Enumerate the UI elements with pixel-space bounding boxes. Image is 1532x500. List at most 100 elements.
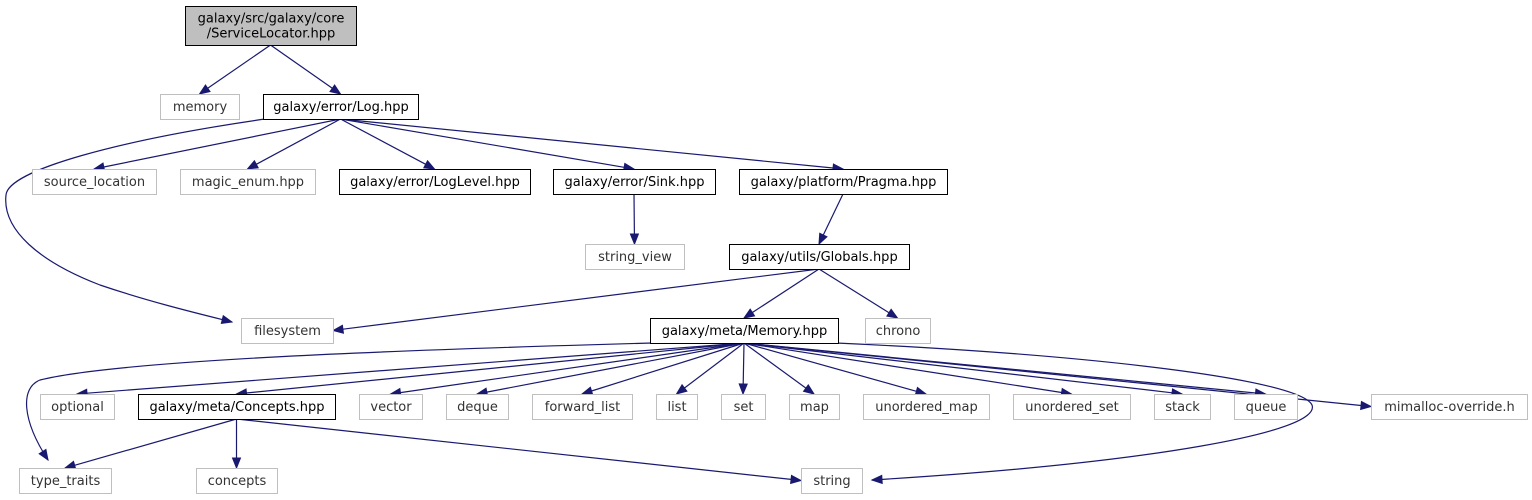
node-box [532,394,633,420]
node-box [339,169,531,195]
arrowhead [231,457,242,470]
node-box [1013,394,1131,420]
node-label: magic_enum.hpp [192,175,304,190]
node-list: list [656,394,698,420]
edge-meta_memory-to-vector [389,342,745,398]
node-label: set [734,400,754,415]
node-label: list [667,400,686,415]
edge-line [486,342,745,393]
node-label: optional [51,400,104,415]
node-sink[interactable]: galaxy/error/Sink.hpp [553,169,716,195]
node-box [446,394,509,420]
node-box [185,6,357,46]
edges-layer [5,44,1373,485]
edge-line [103,118,341,168]
node-filesystem: filesystem [241,318,334,344]
arrowhead [914,386,928,396]
arrowhead [629,233,640,246]
node-box [865,318,931,344]
node-meta-memory[interactable]: galaxy/meta/Memory.hpp [650,318,839,344]
edge-globals-to-chrono [818,268,899,319]
edge-line [835,342,1313,481]
edge-line [270,44,333,89]
node-label: galaxy/utils/Globals.hpp [741,250,897,265]
node-box [359,394,423,420]
node-label: type_traits [31,474,101,489]
node-label: unordered_set [1025,400,1118,415]
node-box [32,169,157,195]
edge-line [340,118,834,169]
edge-line [822,193,844,236]
edge-concepts_hpp-to-type_traits [63,418,237,470]
node-forward-list: forward_list [532,394,633,420]
node-root[interactable]: galaxy/src/galaxy/core/ServiceLocator.hp… [185,6,357,46]
edge-meta_memory-to-set [738,342,748,396]
node-box [650,318,839,344]
edge-globals-to-filesystem [331,268,820,334]
arrowhead [1360,400,1373,411]
edge-log-to-filesystem [5,118,266,325]
node-label: map [800,400,829,415]
arrowhead [580,386,594,396]
edge-line [743,342,1062,394]
node-map: map [789,394,840,420]
node-box [40,394,115,420]
node-box [180,169,316,195]
edge-log-to-loglevel [340,118,436,170]
arrowhead [742,308,756,319]
node-concepts-hpp[interactable]: galaxy/meta/Concepts.hpp [138,394,336,420]
node-stack: stack [1154,394,1211,420]
edge-meta_memory-to-list [675,342,745,395]
node-box [721,394,766,420]
edge-line [742,342,745,385]
arrowhead [198,84,211,95]
edge-concepts_hpp-to-string [236,418,803,485]
node-label: galaxy/src/galaxy/core [198,12,345,27]
edge-root-to-memory [198,44,271,95]
arrowhead [818,232,828,246]
edge-line [818,268,890,314]
node-label: /ServiceLocator.hpp [207,27,336,42]
node-unordered-set: unordered_set [1013,394,1131,420]
edge-meta_memory-to-type_traits [25,342,653,462]
node-box [1371,394,1528,420]
node-label: vector [370,400,412,415]
edge-line [684,342,745,389]
node-label: forward_list [545,400,620,415]
node-deque: deque [446,394,509,420]
node-string: string [801,468,863,494]
node-queue: queue [1234,394,1298,420]
edge-line [743,342,1173,394]
arrowhead [329,84,342,95]
edge-line [743,342,917,392]
nodes-layer: galaxy/src/galaxy/core/ServiceLocator.hp… [19,6,1528,494]
node-loglevel[interactable]: galaxy/error/LogLevel.hpp [339,169,531,195]
edge-line [25,342,653,461]
edge-meta_memory-to-concepts_hpp [235,342,745,398]
node-log[interactable]: galaxy/error/Log.hpp [263,94,419,120]
node-label: galaxy/error/Log.hpp [273,100,409,115]
node-label: galaxy/error/Sink.hpp [565,175,705,190]
node-box [196,468,278,494]
node-unordered-map: unordered_map [863,394,990,420]
arrowhead [675,383,688,395]
node-pragma[interactable]: galaxy/platform/Pragma.hpp [739,169,948,195]
node-label: chrono [876,324,921,339]
edge-line [340,118,426,165]
node-box [789,394,840,420]
node-label: deque [457,400,498,415]
node-label: stack [1165,400,1200,415]
node-box [801,468,863,494]
arrowhead [870,474,883,485]
node-box [263,94,419,120]
node-chrono: chrono [865,318,931,344]
node-concepts: concepts [196,468,278,494]
node-box [656,394,698,420]
node-globals[interactable]: galaxy/utils/Globals.hpp [729,244,910,270]
node-box [1234,394,1298,420]
edge-line [342,268,820,330]
node-optional: optional [40,394,115,420]
edge-pragma-to-globals [818,193,844,246]
node-label: queue [1246,400,1287,415]
edge-sink-to-string_view [629,193,640,246]
